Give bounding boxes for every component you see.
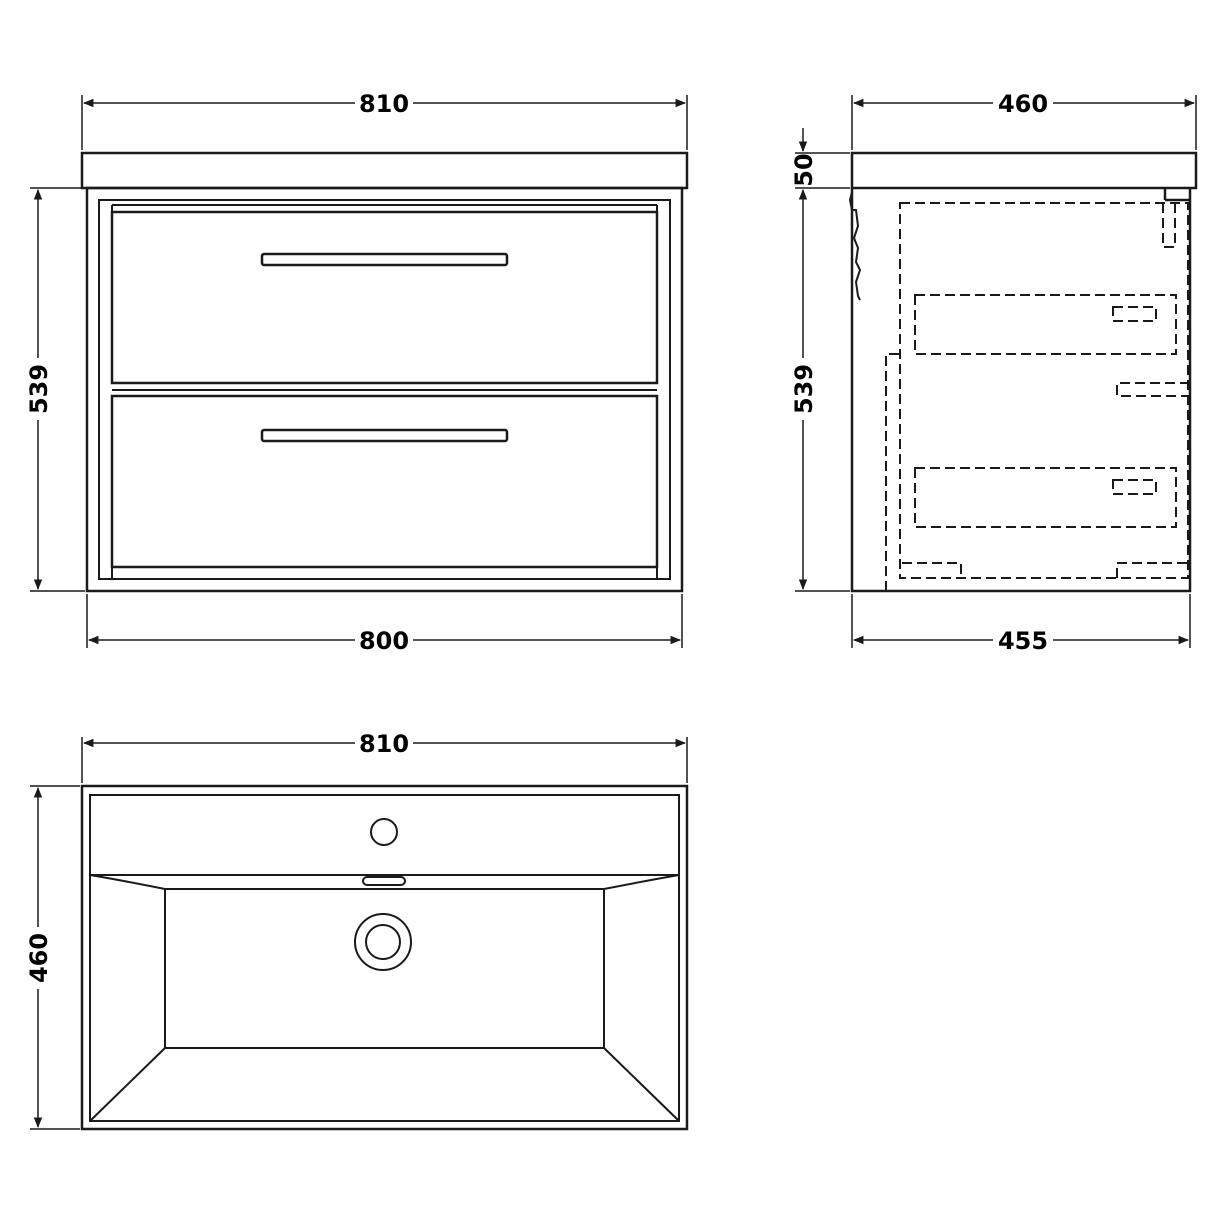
front-height-label: 539 <box>25 364 53 414</box>
front-bottom-width-label: 800 <box>359 627 409 655</box>
front-top-width-label: 810 <box>359 90 409 118</box>
side-height-label: 539 <box>790 364 818 414</box>
plan-waste-inner <box>365 924 401 960</box>
plan-view: 810 460 <box>25 730 689 1131</box>
side-hidden-carcass <box>899 202 1189 579</box>
plan-width-label: 810 <box>359 730 409 758</box>
side-wall-bracket <box>848 191 862 301</box>
side-hidden-upper-drawer <box>914 294 1177 355</box>
front-cabinet-body <box>85 186 684 593</box>
side-hidden-lower-drawer <box>914 467 1177 528</box>
front-basin-slab <box>80 151 689 190</box>
front-lower-drawer <box>110 394 659 569</box>
front-view: 810 800 539 <box>25 90 689 655</box>
plan-basin-outline <box>80 784 689 1131</box>
side-basin-thickness-label: 50 <box>790 153 818 186</box>
front-upper-handle <box>260 252 509 267</box>
front-lower-handle <box>260 428 509 443</box>
side-view: 460 455 50 539 <box>790 90 1198 655</box>
front-cabinet-frame <box>98 199 671 580</box>
side-basin-slab <box>850 151 1198 190</box>
side-top-depth-label: 460 <box>998 90 1048 118</box>
side-bottom-depth-label: 455 <box>998 627 1048 655</box>
front-upper-drawer <box>110 210 659 385</box>
plan-bowl-floor <box>164 888 605 1049</box>
plan-waste-outer <box>354 913 412 971</box>
plan-depth-label: 460 <box>25 933 53 983</box>
plan-tap-hole <box>370 818 398 846</box>
plan-overflow-slot <box>362 876 406 886</box>
